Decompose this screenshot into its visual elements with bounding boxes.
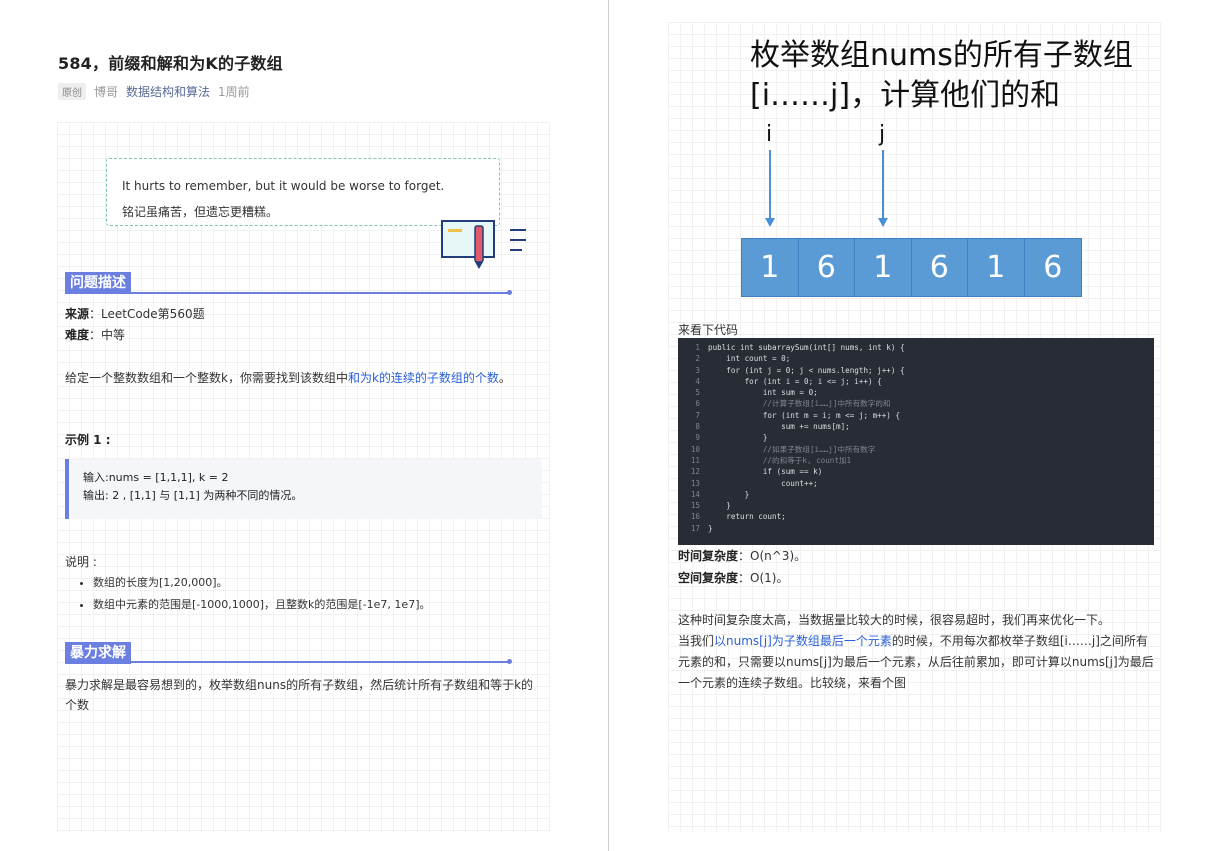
section-problem-label: 问题描述	[65, 272, 131, 294]
section-problem-underline	[65, 292, 509, 294]
code-line: 2 int count = 0;	[695, 354, 791, 364]
section-brute-label: 暴力求解	[65, 642, 131, 664]
example-box: 输入:nums = [1,1,1], k = 2 输出: 2 , [1,1] 与…	[65, 459, 542, 519]
author-name[interactable]: 博哥	[94, 85, 119, 99]
code-line: 3 for (int j = 0; j < nums.length; j++) …	[695, 365, 905, 375]
code-line: 11 //的和等于k, count加1	[690, 455, 852, 465]
index-j-label: j	[879, 122, 886, 147]
arrow-j-shaft	[882, 150, 884, 220]
array-diagram: 1 6 1 6 1 6	[741, 238, 1082, 297]
arrow-i-head-icon	[765, 218, 775, 227]
publish-time: 1周前	[218, 85, 250, 99]
arrow-i-shaft	[769, 150, 771, 220]
code-line: 14 }	[690, 489, 750, 499]
code-line: 10 //如果子数组[i……j]中所有数字	[690, 444, 876, 454]
code-line: 15 }	[690, 501, 731, 511]
source-line: 来源：LeetCode第560题	[65, 307, 205, 321]
quote-chinese: 铭记虽痛苦，但遗忘更糟糕。	[122, 205, 279, 219]
quote-english: It hurts to remember, but it would be wo…	[122, 179, 445, 193]
notes-title: 说明 :	[65, 555, 97, 569]
article-meta: 原创 博哥 数据结构和算法 1周前	[58, 83, 250, 100]
code-line: 17}	[690, 523, 713, 533]
problem-description: 给定一个整数数组和一个整数k，你需要找到该数组中和为k的连续的子数组的个数。	[65, 371, 511, 385]
array-cell: 1	[968, 239, 1025, 296]
code-line: 7 for (int m = i; m <= j; m++) {	[695, 410, 901, 420]
code-line: 12 if (sum == k)	[690, 467, 823, 477]
optimization-highlight: 以nums[j]为子数组最后一个元素	[714, 634, 892, 648]
code-line: 16 return count;	[690, 512, 786, 522]
code-line: 9 }	[695, 433, 768, 443]
space-complexity: 空间复杂度：O(1)。	[678, 571, 789, 585]
section-brute-dot	[507, 659, 512, 664]
quote-box: It hurts to remember, but it would be wo…	[106, 158, 500, 226]
code-line: 6 //计算子数组[i……j]中所有数字的和	[695, 399, 891, 409]
array-cell: 6	[798, 239, 855, 296]
original-badge: 原创	[58, 83, 86, 100]
category-link[interactable]: 数据结构和算法	[126, 85, 211, 99]
section-brute-underline	[65, 661, 509, 663]
description-highlight: 和为k的连续的子数组的个数	[347, 371, 499, 385]
note-item: 数组的长度为[1,20,000]。	[93, 572, 545, 594]
section-problem-dot	[507, 290, 512, 295]
brute-force-text: 暴力求解是最容易想到的，枚举数组nuns的所有子数组，然后统计所有子数组和等于k…	[65, 678, 534, 712]
page-divider	[608, 0, 609, 851]
section-brute-heading: 暴力求解	[65, 642, 131, 664]
example-output: 输出: 2 , [1,1] 与 [1,1] 为两种不同的情况。	[83, 489, 303, 502]
code-intro: 来看下代码	[678, 323, 739, 337]
code-line: 13 count++;	[690, 478, 818, 488]
section-problem-heading: 问题描述	[65, 272, 131, 294]
time-complexity: 时间复杂度：O(n^3)。	[678, 549, 807, 563]
example-input: 输入:nums = [1,1,1], k = 2	[83, 471, 229, 484]
optimization-paragraph: 这种时间复杂度太高，当数据量比较大的时候，很容易超时，我们再来优化一下。 当我们…	[678, 613, 1154, 690]
example-title: 示例 1 :	[65, 433, 111, 447]
difficulty-line: 难度：中等	[65, 328, 126, 342]
code-line: 5 int sum = 0;	[695, 388, 818, 398]
array-cell: 1	[742, 239, 799, 296]
array-cell: 6	[911, 239, 968, 296]
code-line: 4 for (int i = 0; i <= j; i++) {	[695, 376, 882, 386]
array-cell: 6	[1024, 239, 1081, 296]
notebook-pen-icon	[441, 220, 526, 269]
array-cell: 1	[855, 239, 912, 296]
notes-list: 数组的长度为[1,20,000]。 数组中元素的范围是[-1000,1000]，…	[65, 572, 545, 616]
index-i-label: i	[766, 122, 773, 147]
slide-title: 枚举数组nums的所有子数组[i……j]，计算他们的和	[750, 38, 1133, 113]
code-line: 8 sum += nums[m];	[695, 422, 850, 432]
note-item: 数组中元素的范围是[-1000,1000]，且整数k的范围是[-1e7, 1e7…	[93, 594, 545, 616]
article-title: 584，前缀和解和为K的子数组	[58, 54, 283, 73]
arrow-j-head-icon	[878, 218, 888, 227]
